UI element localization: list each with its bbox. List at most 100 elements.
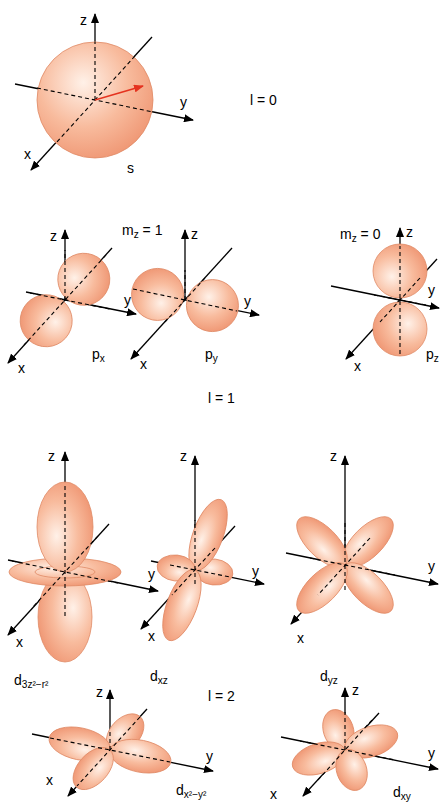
orbital-label-holder: s: [127, 160, 134, 176]
hidden-axis: [109, 732, 110, 750]
axis-label-holder: z: [406, 224, 413, 240]
hidden-axis: [77, 717, 140, 786]
hidden-axis: [172, 548, 215, 595]
axis-label-holder: y: [180, 94, 187, 110]
orbital-label-holder: d3z²−r²: [14, 672, 48, 688]
axis-label-holder: y: [124, 292, 131, 308]
axis-label: z: [191, 226, 198, 242]
axis-label-holder: y: [428, 282, 435, 298]
quantum-number-label: l = 2: [208, 688, 235, 704]
axis-label: x: [140, 356, 147, 372]
label-part: m: [122, 222, 134, 238]
label-subscript: 3z²−r²: [22, 679, 49, 690]
label-part: m: [340, 226, 352, 242]
label-part: p: [205, 346, 213, 362]
axis-label: z: [352, 682, 359, 698]
axis-label-holder: y: [428, 558, 435, 574]
orbital-lobe: [127, 264, 188, 325]
axis-label: x: [270, 786, 277, 802]
py-orbital: [127, 230, 259, 359]
label-subscript: y: [213, 353, 218, 364]
hidden-axis: [380, 278, 420, 322]
axis-label-holder: z: [180, 448, 187, 464]
axis-label-holder: x: [16, 634, 23, 650]
quantum-number-label: mz = 0: [340, 226, 380, 242]
hidden-axis: [344, 520, 345, 590]
label-part: d: [320, 668, 328, 684]
axis-label: y: [244, 293, 251, 309]
label-part: p: [92, 346, 100, 362]
axis-label-holder: x: [297, 630, 304, 646]
label-subscript: z: [134, 229, 139, 240]
px-orbital: [8, 230, 136, 363]
hidden-axis: [170, 565, 230, 577]
label-subscript: xy: [401, 791, 411, 802]
orbital-label: dyz: [320, 668, 338, 684]
axis-label-holder: x: [140, 356, 147, 372]
orbital-label-holder: pz: [426, 346, 439, 362]
axis-label: y: [428, 745, 435, 761]
label-subscript: yz: [328, 675, 338, 686]
axis-label-holder: x: [354, 358, 361, 374]
axis-label-holder: x: [148, 628, 155, 644]
quantum-number-label-holder: l = 1: [208, 390, 235, 406]
pz-orbital: [331, 228, 439, 359]
axis-label-holder: z: [191, 226, 198, 242]
axis-label-holder: x: [24, 146, 31, 162]
axis-label-holder: y: [206, 748, 213, 764]
hidden-axis: [165, 278, 205, 322]
orbital-lobe: [331, 745, 373, 794]
axis-label-holder: z: [96, 684, 103, 700]
axis-label-holder: y: [244, 293, 251, 309]
hidden-axis: [32, 536, 98, 608]
orbital-sphere: [37, 42, 153, 158]
orbital-label-holder: dyz: [320, 668, 338, 684]
label-subscript: xz: [158, 675, 168, 686]
s-orbital: [15, 14, 193, 170]
axis-label: y: [206, 748, 213, 764]
axis-label: z: [50, 228, 57, 244]
orbital-lobe: [65, 740, 121, 797]
axis-label-holder: z: [330, 448, 337, 464]
orbital-label: s: [127, 160, 134, 176]
label-part: p: [426, 346, 434, 362]
label-subscript: z: [434, 353, 439, 364]
orbital-label-holder: dxy: [393, 784, 411, 800]
axis-label: y: [124, 292, 131, 308]
dz2-orbital: [8, 452, 158, 662]
orbital-label-holder: dxz: [150, 668, 168, 684]
hidden-axis: [30, 293, 110, 309]
z-axis: [344, 688, 345, 750]
hidden-axis: [64, 250, 65, 300]
quantum-number-label-holder: mz = 1: [122, 222, 162, 238]
label-subscript: x²−y²: [184, 789, 207, 800]
orbital-label: d3z²−r²: [14, 672, 48, 688]
quantum-number-label: l = 0: [250, 92, 277, 108]
label-part: d: [150, 668, 158, 684]
label-part: = 1: [139, 222, 163, 238]
axis-label-holder: y: [252, 563, 259, 579]
hidden-axis: [194, 520, 195, 584]
orbital-label: dx²−y²: [176, 782, 206, 798]
orbital-label: dxz: [150, 668, 168, 684]
orbital-label: pz: [426, 346, 439, 362]
z-axis: [64, 230, 65, 300]
x-axis: [31, 37, 152, 170]
hidden-axis: [64, 484, 65, 616]
axis-label-holder: z: [48, 448, 55, 464]
axis-label: y: [180, 94, 187, 110]
axis-label: x: [24, 146, 31, 162]
orbital-label-holder: dx²−y²: [176, 782, 206, 798]
hidden-axis: [318, 538, 370, 595]
axis-label: z: [330, 448, 337, 464]
dxz-orbital: [141, 456, 264, 646]
quantum-number-label-holder: l = 0: [250, 92, 277, 108]
axis-label: z: [48, 448, 55, 464]
label-part: d: [176, 782, 184, 798]
x-axis: [8, 248, 112, 363]
quantum-number-label-holder: l = 2: [208, 688, 235, 704]
hidden-axis: [300, 741, 395, 760]
orbital-lobe: [9, 284, 82, 357]
hidden-axis: [12, 561, 118, 583]
